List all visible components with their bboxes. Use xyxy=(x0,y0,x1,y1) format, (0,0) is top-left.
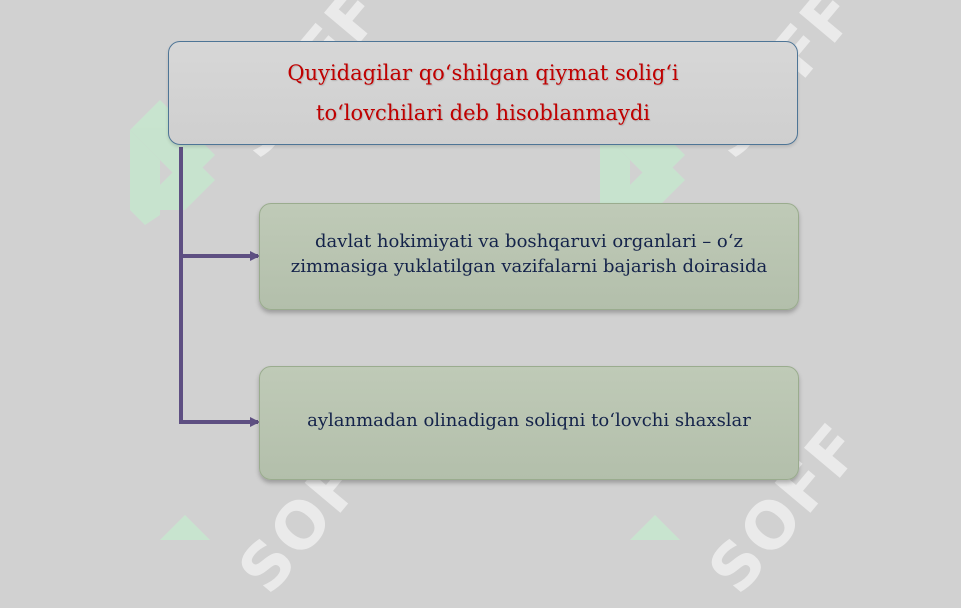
diagram-title: Quyidagilar qo‘shilgan qiymat solig‘i to… xyxy=(287,61,679,125)
connector-lines xyxy=(179,147,260,427)
item-text-1: davlat hokimiyati va boshqaruvi organlar… xyxy=(290,230,768,277)
item-box-1: davlat hokimiyati va boshqaruvi organlar… xyxy=(259,203,799,310)
item-text-2: aylanmadan olinadigan soliqni to‘lovchi … xyxy=(307,409,751,431)
title-box: Quyidagilar qo‘shilgan qiymat solig‘i to… xyxy=(168,41,798,145)
item-box-2: aylanmadan olinadigan soliqni to‘lovchi … xyxy=(259,366,799,480)
